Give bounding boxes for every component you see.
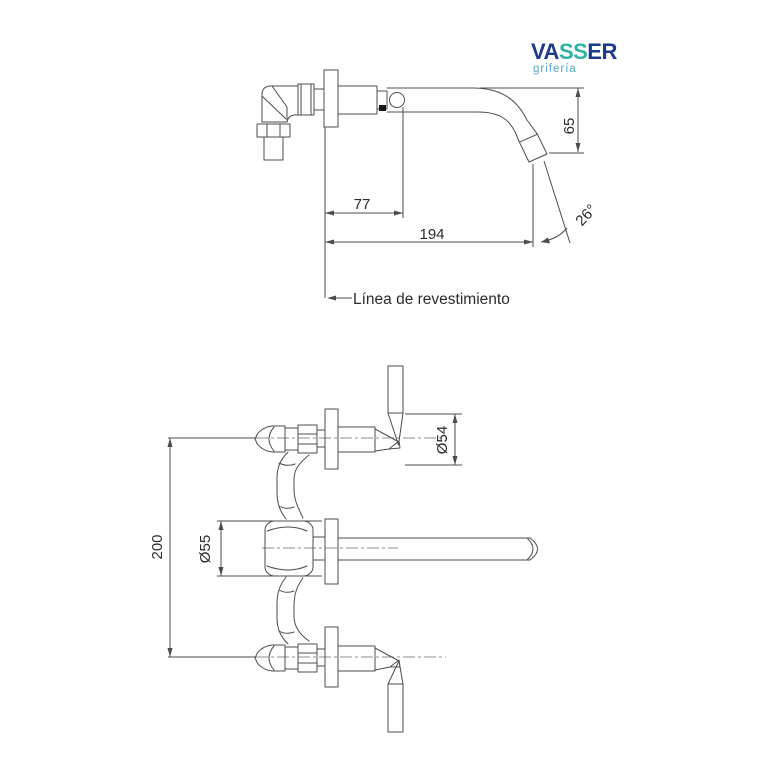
spout-top-edge <box>386 87 538 135</box>
sleeve-edges <box>300 83 312 116</box>
brand-wordmark-va: VA <box>531 39 560 64</box>
top-valve-pivot <box>388 440 401 450</box>
hex-nut <box>256 123 291 138</box>
front-view: 200 Ø54 Ø55 <box>149 365 538 733</box>
bottom-valve-body <box>337 645 376 672</box>
inlet-pipe <box>263 136 284 161</box>
mixer-flange <box>324 518 339 585</box>
front-view-faucet-outline <box>254 365 538 733</box>
top-valve-hex <box>297 424 318 454</box>
bottom-valve-hex-facets <box>297 652 318 664</box>
upper-s-pipe <box>276 451 310 520</box>
front-view-centerlines <box>256 437 446 658</box>
top-valve-body <box>337 426 376 453</box>
handle-knob <box>389 92 405 108</box>
front-view-dimension-texts: 200 Ø54 Ø55 <box>149 426 451 563</box>
top-valve-cap-arc <box>268 426 275 452</box>
top-valve-hex-facets <box>297 433 318 445</box>
bottom-valve-hex <box>297 643 318 673</box>
front-spout <box>337 537 538 561</box>
sleeve-fitting <box>297 83 315 116</box>
handle-pin-mark <box>379 105 386 111</box>
brand-wordmark: VASSER <box>531 39 617 64</box>
wall-line-label: Línea de revestimiento <box>353 291 510 308</box>
lower-s-pipe-bends <box>278 589 295 634</box>
side-view-faucet-outline <box>256 69 548 163</box>
spout-bottom-edge <box>386 111 520 143</box>
front-spout-end-arc <box>526 537 534 561</box>
upper-s-pipe-bends <box>278 462 296 509</box>
bottom-valve-cap <box>254 644 286 672</box>
spout-aerator-tip <box>518 133 548 163</box>
brand-logo: VASSER grifería <box>531 39 618 75</box>
dim-valve-spacing-200: 200 <box>149 534 166 559</box>
top-valve-cone-lines <box>374 428 400 452</box>
brand-wordmark-ss: SS <box>559 39 587 64</box>
side-view: 77 194 65 26° Línea de revestimiento <box>256 69 600 308</box>
hex-nut-facets <box>266 123 281 138</box>
top-valve-lever-taper <box>387 412 404 446</box>
top-valve-flange <box>324 408 339 470</box>
wall-plate <box>323 69 339 128</box>
dim-body-diameter-55: Ø55 <box>197 535 214 563</box>
top-valve-cap <box>254 425 286 453</box>
top-valve-cylinder <box>284 427 299 451</box>
dim-total-reach-194: 194 <box>419 226 444 243</box>
front-view-dimension-arrows <box>167 414 458 657</box>
dim-valve-flange-54: Ø54 <box>434 426 451 454</box>
bottom-valve-lever-taper <box>387 660 404 685</box>
mixer-body-arcs <box>266 526 308 571</box>
wall-tube <box>313 88 325 111</box>
elbow-fitting <box>261 85 299 123</box>
brand-tagline: grifería <box>533 63 577 75</box>
elbow-chamfer-lines <box>261 85 288 120</box>
side-view-dimension-lines <box>324 87 584 299</box>
dim-outlet-angle-26: 26° <box>572 201 600 229</box>
top-valve-lever <box>387 365 404 414</box>
brand-wordmark-er: ER <box>587 39 617 64</box>
lower-s-pipe <box>276 576 310 645</box>
bottom-valve-cylinder <box>284 646 299 670</box>
side-view-dimension-arrows <box>325 88 581 301</box>
bottom-valve-cone-lines <box>374 647 400 671</box>
dim-spout-drop-65: 65 <box>561 118 578 135</box>
spout-body <box>337 85 378 115</box>
bottom-valve-lever <box>387 683 404 733</box>
bottom-valve-cap-arc <box>268 645 275 671</box>
dim-handle-offset-77: 77 <box>354 196 371 213</box>
